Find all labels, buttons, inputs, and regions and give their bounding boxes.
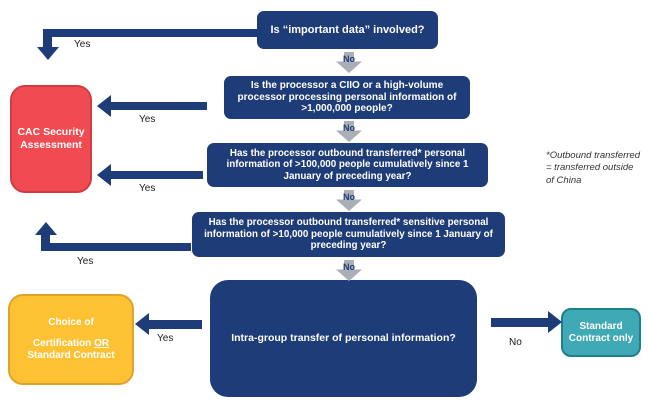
decision-box-100000-personal-info: Has the processor outbound transferred* … xyxy=(207,143,488,187)
arrow-q5-to-choice-shaft xyxy=(148,320,202,329)
arrow-q1-to-cac-shaft-v xyxy=(43,33,52,49)
edge-label-yes: Yes xyxy=(139,114,156,125)
outcome-box-standard-contract-only: Standard Contract only xyxy=(561,308,641,357)
arrow-q5-to-standard-shaft xyxy=(491,318,548,327)
edge-label-yes: Yes xyxy=(74,39,91,50)
choice-or: OR xyxy=(94,338,110,349)
edge-label-no: No xyxy=(343,54,355,64)
arrow-q2-to-cac-shaft xyxy=(110,102,207,110)
choice-title: Choice of xyxy=(48,317,94,328)
arrow-q1-to-cac-shaft-h xyxy=(43,29,257,37)
choice-option-line1: Certification OR xyxy=(33,338,109,350)
arrow-q5-to-choice-head-icon xyxy=(135,313,149,335)
edge-label-yes: Yes xyxy=(157,333,174,344)
arrow-q4-to-cac-shaft-h xyxy=(41,243,191,251)
edge-label-no: No xyxy=(509,337,522,348)
arrow-q3-to-cac-head-icon xyxy=(97,164,111,186)
choice-certification: Certification xyxy=(32,338,92,349)
decision-box-ciio-high-volume: Is the processor a CIIO or a high-volume… xyxy=(224,76,470,119)
arrow-q4-to-cac-shaft-v xyxy=(41,235,50,251)
arrow-q5-to-standard-head-icon xyxy=(548,311,562,333)
arrow-q3-to-cac-shaft xyxy=(110,171,203,179)
decision-box-10000-sensitive-info: Has the processor outbound transferred* … xyxy=(192,212,505,257)
edge-label-yes: Yes xyxy=(139,183,156,194)
footnote-outbound-definition: *Outbound transferred = transferred outs… xyxy=(546,150,641,186)
outcome-box-cac-security-assessment: CAC Security Assessment xyxy=(10,85,92,193)
decision-box-important-data: Is “important data” involved? xyxy=(257,11,438,49)
arrow-q4-to-cac-head-icon xyxy=(35,222,57,235)
edge-label-no: No xyxy=(343,123,355,133)
decision-box-intra-group-transfer: Intra-group transfer of personal informa… xyxy=(210,280,477,397)
edge-label-yes: Yes xyxy=(77,256,94,267)
edge-label-no: No xyxy=(343,262,355,272)
arrow-q2-to-cac-head-icon xyxy=(97,95,111,117)
edge-label-no: No xyxy=(343,192,355,202)
arrow-q1-to-cac-head-icon xyxy=(37,47,59,60)
choice-option-line2: Standard Contract xyxy=(27,350,115,361)
outcome-box-choice-certification-or-standard-contract: Choice of Certification OR Standard Cont… xyxy=(8,294,134,385)
